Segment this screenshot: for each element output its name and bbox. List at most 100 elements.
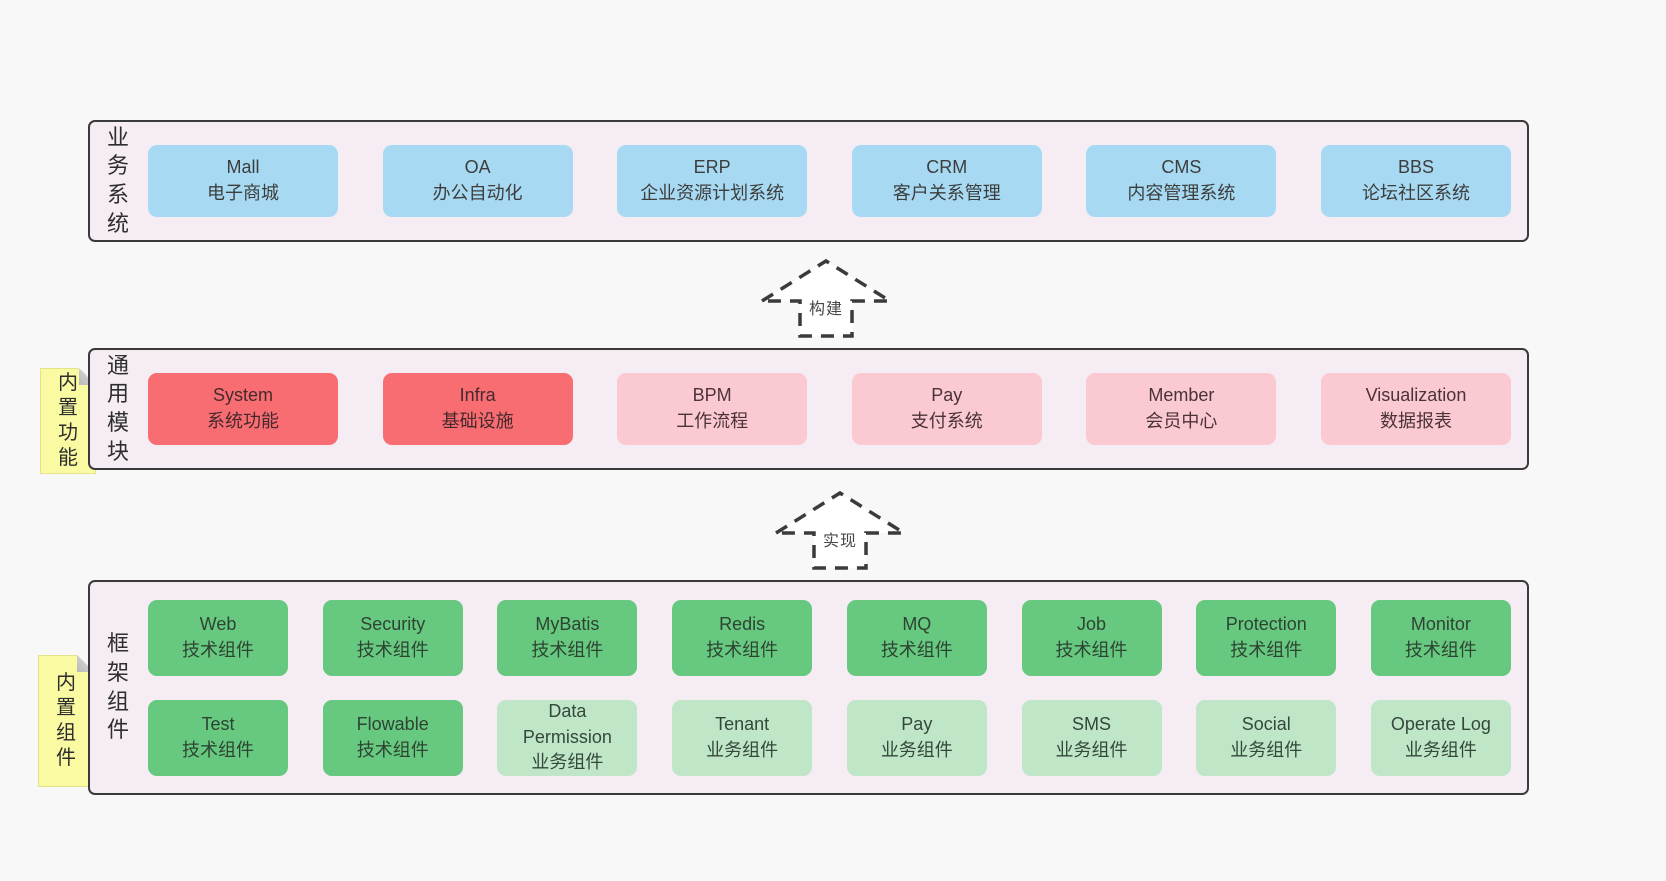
module-box-operate-log: Operate Log 业务组件	[1370, 699, 1511, 776]
sticky-note-text: 内置组件	[56, 672, 76, 769]
implement-arrow: 实现	[770, 489, 910, 573]
module-box-redis: Redis 技术组件	[672, 599, 813, 676]
module-box-subtitle: 技术组件	[356, 639, 429, 660]
module-box-subtitle: 技术组件	[706, 639, 779, 660]
module-box-mybatis: MyBatis 技术组件	[497, 599, 638, 676]
module-box-title: Pay	[931, 385, 963, 406]
module-box-pay: Pay 支付系统	[851, 373, 1042, 445]
module-box-erp: ERP 企业资源计划系统	[617, 145, 808, 217]
module-box-subtitle: 客户关系管理	[892, 183, 1001, 203]
module-box-web: Web 技术组件	[148, 599, 288, 676]
module-box-subtitle: 业务组件	[531, 752, 604, 773]
module-box-title: CMS	[1161, 157, 1202, 178]
layer-label-business: 业务系统	[90, 122, 146, 240]
layer-label-framework: 框架组件	[90, 582, 146, 793]
module-box-protection: Protection 技术组件	[1196, 599, 1337, 676]
module-box-title: CRM	[926, 157, 968, 178]
module-box-subtitle: 数据报表	[1379, 411, 1452, 431]
module-box-title: Redis	[719, 613, 766, 634]
module-box-subtitle: 业务组件	[1404, 739, 1477, 760]
module-box-title: Social	[1241, 713, 1291, 734]
module-box-title: Monitor	[1410, 613, 1471, 634]
module-box-tenant: Tenant 业务组件	[672, 699, 813, 776]
dashed-up-arrow-icon	[756, 258, 896, 338]
module-box-cms: CMS 内容管理系统	[1086, 145, 1277, 217]
module-box-pay: Pay 业务组件	[846, 699, 987, 776]
module-box-subtitle: 会员中心	[1145, 411, 1218, 431]
module-box-subtitle: 论坛社区系统	[1361, 183, 1470, 203]
module-box-title: Web	[199, 613, 237, 634]
module-box-crm: CRM 客户关系管理	[851, 145, 1042, 217]
layer-label-text: 通用模块	[106, 352, 129, 464]
module-box-subtitle: 业务组件	[706, 739, 779, 760]
sticky-note-builtin-features: 内置功能	[40, 368, 96, 474]
module-box-subtitle: 业务组件	[1055, 739, 1128, 760]
module-box-title: Data Permission	[522, 701, 612, 747]
module-box-title: BPM	[692, 385, 732, 406]
module-box-title: Pay	[901, 713, 933, 734]
module-box-title: MQ	[902, 613, 932, 634]
module-box-subtitle: 支付系统	[910, 411, 983, 431]
module-box-bpm: BPM 工作流程	[617, 373, 808, 445]
layer-label-text: 业务系统	[106, 124, 129, 236]
sticky-note-builtin-components: 内置组件	[38, 655, 94, 787]
module-box-subtitle: 系统功能	[207, 411, 279, 431]
module-box-subtitle: 技术组件	[531, 639, 604, 660]
layer-label-text: 框架组件	[106, 631, 129, 743]
module-box-title: Member	[1148, 385, 1215, 406]
build-arrow: 构建	[756, 257, 896, 341]
module-box-title: Job	[1077, 613, 1107, 634]
module-box-monitor: Monitor 技术组件	[1370, 599, 1511, 676]
module-box-title: Security	[360, 613, 426, 634]
module-box-title: Infra	[459, 385, 496, 406]
module-box-member: Member 会员中心	[1086, 373, 1277, 445]
module-box-title: ERP	[693, 157, 731, 178]
module-box-title: SMS	[1072, 713, 1112, 734]
module-box-subtitle: 基础设施	[441, 411, 514, 431]
module-box-job: Job 技术组件	[1021, 599, 1162, 676]
module-box-title: Operate Log	[1390, 713, 1491, 734]
module-box-subtitle: 企业资源计划系统	[640, 183, 785, 203]
module-box-visualization: Visualization 数据报表	[1320, 373, 1511, 445]
module-box-subtitle: 技术组件	[182, 639, 254, 660]
module-box-subtitle: 业务组件	[880, 739, 953, 760]
module-box-oa: OA 办公自动化	[382, 145, 573, 217]
module-box-subtitle: 技术组件	[1404, 639, 1477, 660]
module-box-subtitle: 内容管理系统	[1127, 183, 1236, 203]
build-arrow-label: 构建	[808, 301, 843, 318]
module-box-title: Visualization	[1365, 385, 1467, 406]
module-box-title: OA	[464, 157, 491, 178]
module-box-title: Protection	[1225, 613, 1307, 634]
module-box-title: MyBatis	[535, 613, 600, 634]
module-box-subtitle: 技术组件	[880, 639, 953, 660]
module-box-subtitle: 办公自动化	[432, 183, 523, 203]
module-box-title: Test	[201, 713, 235, 734]
module-box-social: Social 业务组件	[1196, 699, 1337, 776]
module-box-subtitle: 工作流程	[676, 411, 749, 431]
module-box-title: Mall	[226, 157, 260, 178]
module-box-data-permission: Data Permission 业务组件	[497, 699, 638, 776]
sticky-note-text: 内置功能	[58, 372, 78, 469]
module-box-title: Tenant	[715, 713, 770, 734]
module-box-subtitle: 业务组件	[1230, 739, 1303, 760]
module-box-subtitle: 技术组件	[1230, 639, 1303, 660]
module-box-infra: Infra 基础设施	[382, 373, 573, 445]
implement-arrow-label: 实现	[822, 533, 857, 550]
module-box-security: Security 技术组件	[322, 599, 463, 676]
dashed-up-arrow-icon	[770, 490, 910, 570]
module-box-subtitle: 技术组件	[1055, 639, 1128, 660]
module-box-sms: SMS 业务组件	[1021, 699, 1162, 776]
module-box-mq: MQ 技术组件	[846, 599, 987, 676]
layer-label-common: 通用模块	[90, 350, 146, 468]
